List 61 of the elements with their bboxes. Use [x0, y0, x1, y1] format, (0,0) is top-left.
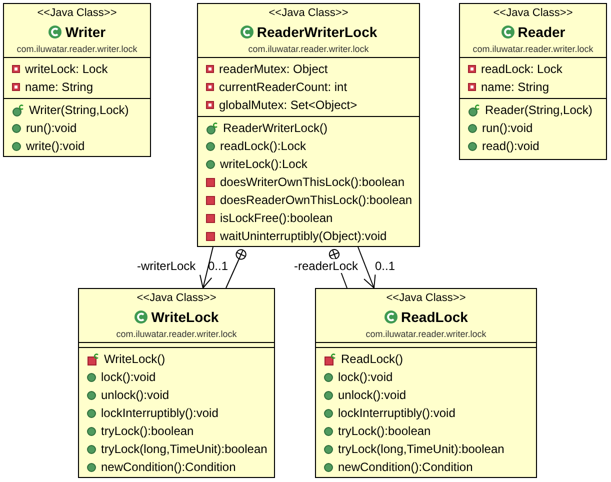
member-text: lockInterruptibly():void — [338, 405, 456, 422]
class-box — [315, 288, 537, 478]
member-text: tryLock():boolean — [338, 423, 431, 440]
member-text: waitUninterruptibly(Object):void — [220, 228, 387, 245]
member-text: tryLock(long,TimeUnit):boolean — [101, 441, 268, 458]
member-text: readerMutex: Object — [219, 61, 328, 78]
class-box — [3, 3, 151, 157]
class-name: ReaderWriterLock — [256, 22, 378, 42]
member-text: write():void — [26, 138, 85, 155]
association-arrow — [200, 246, 214, 288]
package-name: com.iluwatar.reader.writer.lock — [472, 43, 594, 55]
package-name: com.iluwatar.reader.writer.lock — [16, 43, 138, 55]
member-text: readLock():Lock — [220, 138, 306, 155]
member-text: globalMutex: Set<Object> — [219, 97, 358, 114]
class-name: Writer — [65, 22, 106, 42]
member-text: unlock():void — [338, 387, 406, 404]
member-text: Reader(String,Lock) — [485, 102, 592, 119]
member-text: name: String — [25, 79, 94, 96]
stereotype-text: <<Java Class>> — [268, 6, 348, 21]
member-text: doesReaderOwnThisLock():boolean — [220, 192, 412, 209]
member-text: lock():void — [101, 369, 156, 386]
member-text: readLock: Lock — [481, 61, 562, 78]
member-text: unlock():void — [101, 387, 170, 404]
member-text: tryLock():boolean — [101, 423, 194, 440]
member-text: newCondition():Condition — [338, 459, 473, 476]
member-text: currentReaderCount: int — [219, 79, 348, 96]
edge-label: -writerLock — [137, 259, 196, 273]
edge-label: -readerLock — [294, 259, 358, 273]
member-text: WriteLock() — [104, 351, 166, 368]
member-text: run():void — [482, 120, 533, 137]
member-text: writeLock():Lock — [220, 156, 308, 173]
association-arrow — [358, 246, 376, 288]
member-text: run():void — [26, 120, 77, 137]
member-text: isLockFree():boolean — [220, 210, 333, 227]
class-name: ReadLock — [401, 308, 468, 326]
stereotype-text: <<Java Class>> — [37, 6, 117, 21]
multiplicity-label: 0..1 — [375, 259, 396, 273]
multiplicity-label: 0..1 — [208, 259, 228, 273]
class-box — [78, 288, 275, 478]
member-text: lockInterruptibly():void — [101, 405, 218, 422]
class-box — [459, 3, 607, 160]
member-text: Writer(String,Lock) — [29, 102, 129, 119]
package-name: com.iluwatar.reader.writer.lock — [116, 328, 237, 340]
class-box — [197, 3, 420, 247]
member-text: writeLock: Lock — [25, 61, 108, 78]
member-text: name: String — [481, 79, 550, 96]
member-text: newCondition():Condition — [101, 459, 236, 476]
member-text: ReadLock() — [341, 351, 404, 368]
member-text: ReaderWriterLock() — [223, 120, 328, 137]
stereotype-text: <<Java Class>> — [386, 291, 466, 306]
nesting-connector — [226, 249, 246, 288]
member-text: doesWriterOwnThisLock():boolean — [220, 174, 405, 191]
stereotype-text: <<Java Class>> — [493, 6, 573, 21]
member-text: tryLock(long,TimeUnit):boolean — [338, 441, 504, 458]
member-text: read():void — [482, 138, 540, 155]
package-name: com.iluwatar.reader.writer.lock — [248, 43, 369, 55]
package-name: com.iluwatar.reader.writer.lock — [366, 328, 486, 340]
member-text: lock():void — [338, 369, 393, 386]
class-name: WriteLock — [151, 308, 219, 326]
class-name: Reader — [518, 22, 566, 42]
stereotype-text: <<Java Class>> — [136, 291, 216, 306]
